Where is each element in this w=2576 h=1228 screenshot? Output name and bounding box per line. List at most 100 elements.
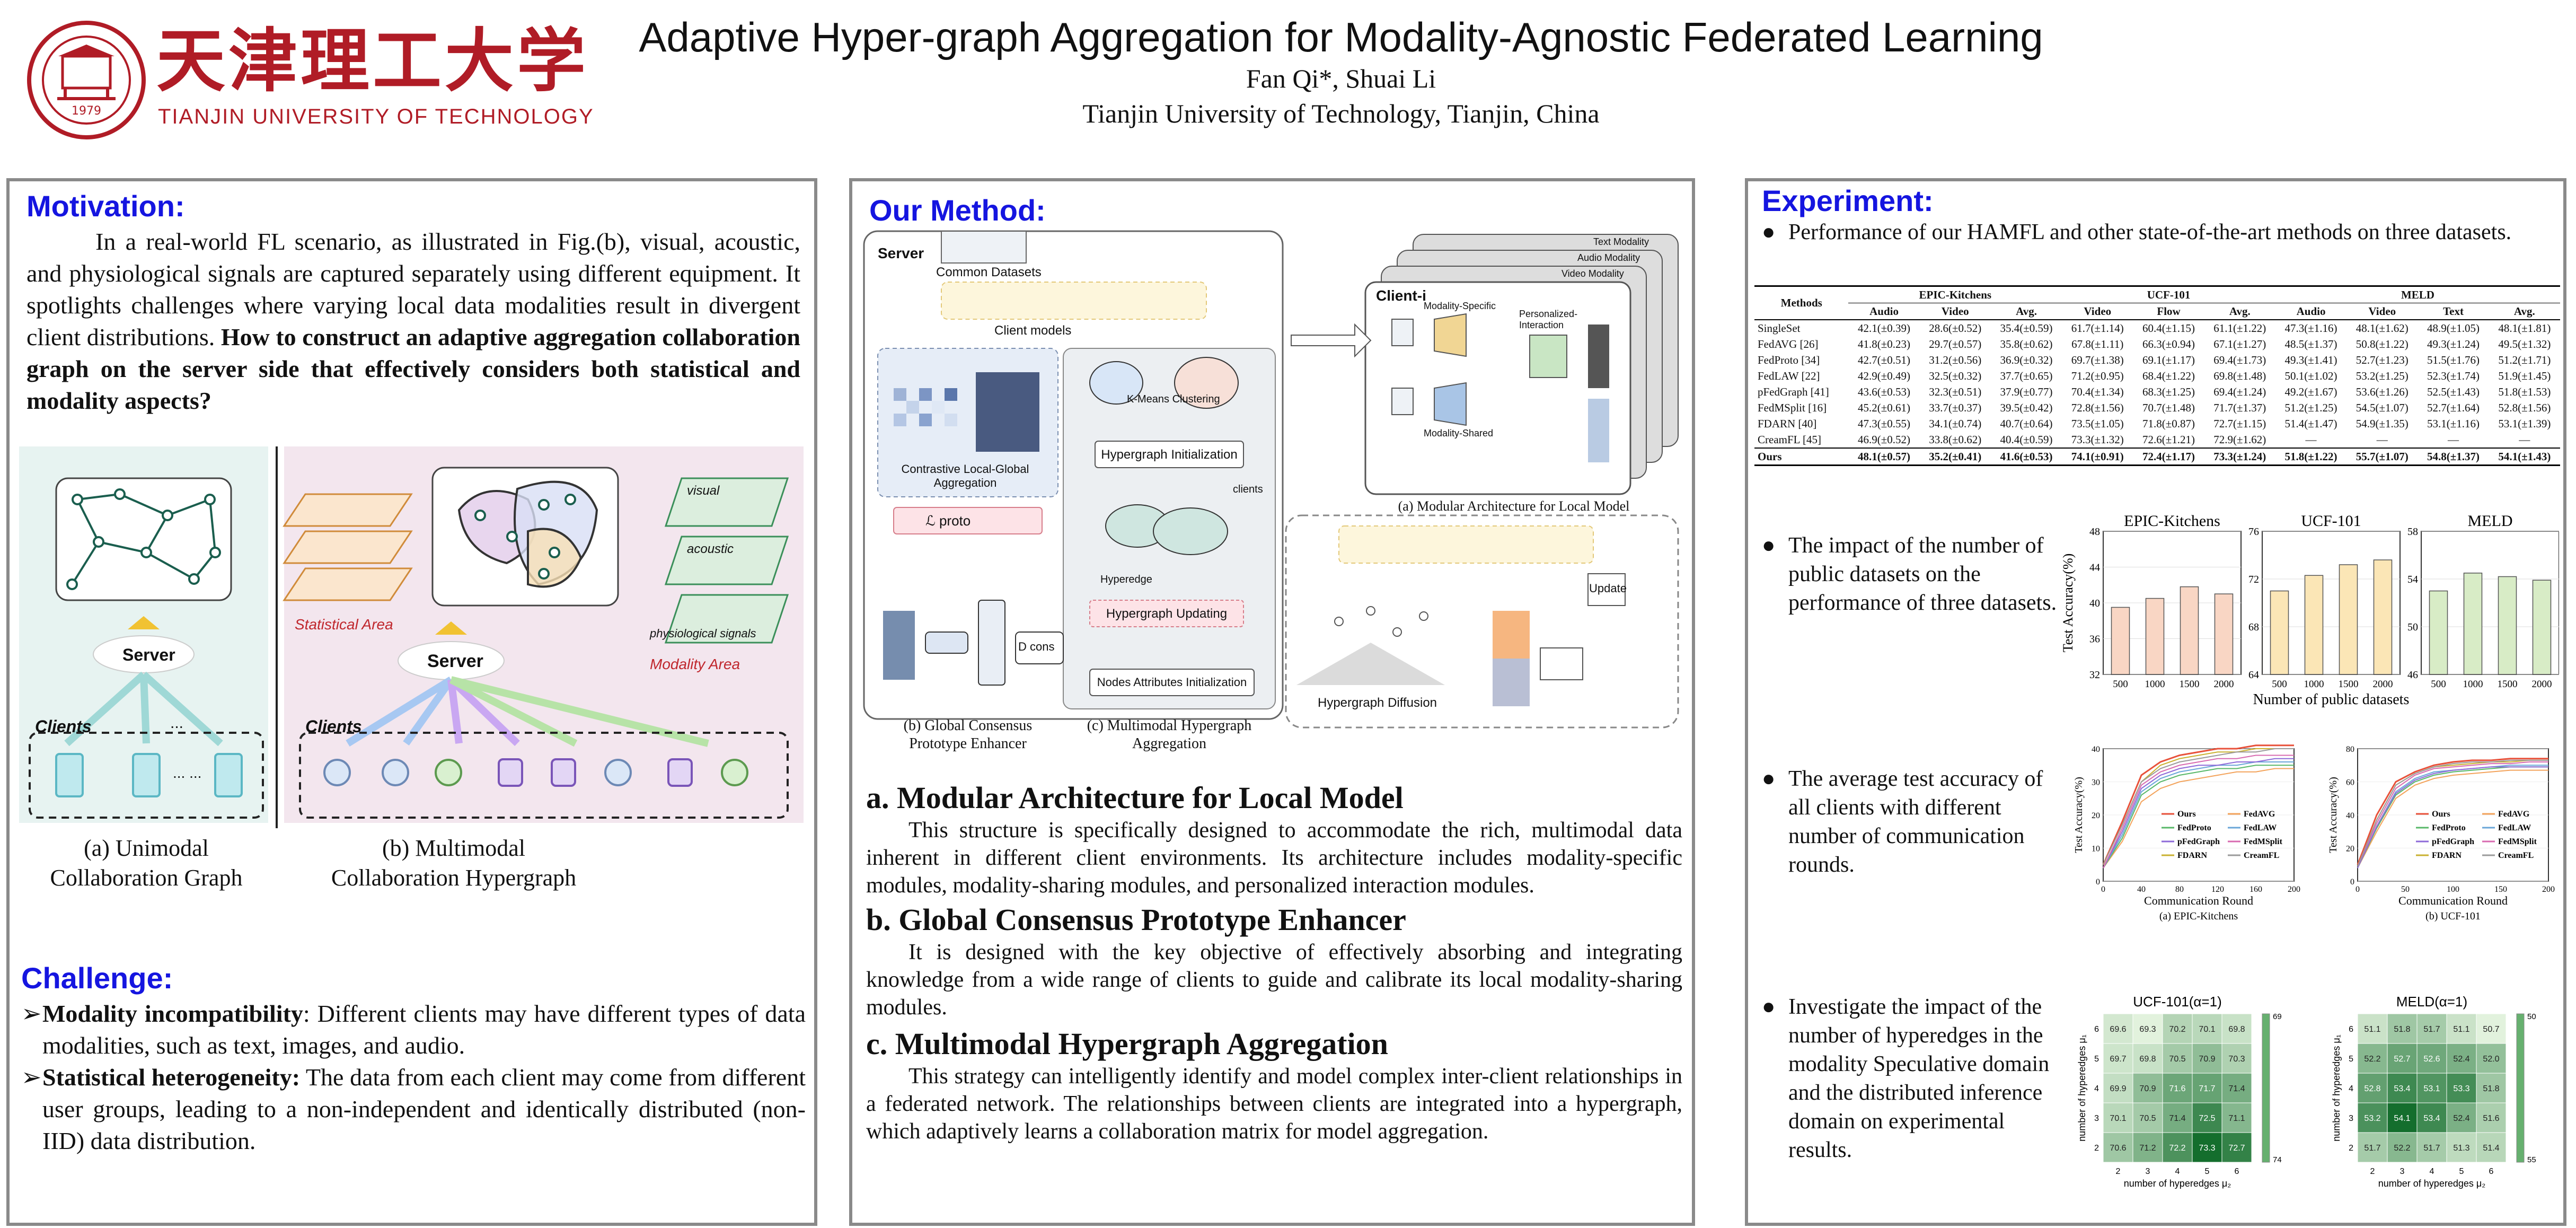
university-name-en: TIANJIN UNIVERSITY OF TECHNOLOGY [158, 105, 594, 128]
table-cell: 47.3(±1.16) [2284, 321, 2337, 335]
th-methods: Methods [1754, 286, 1849, 320]
experiment-bullet-2-text: The impact of the number of public datas… [1788, 533, 2057, 615]
table-cell: 72.6(±1.21) [2142, 433, 2195, 446]
table-row: FedProto [34]42.7(±0.51)31.2(±0.56)36.9(… [1754, 352, 2560, 368]
line-xtick-label: 50 [2401, 885, 2410, 894]
series-line [2103, 748, 2294, 865]
heatmap-value: 69.7 [2110, 1055, 2126, 1064]
heatmap-ylabel: number of hyperedges μ₁ [2077, 1034, 2087, 1142]
common-datasets-label: Common Datasets [936, 265, 1042, 279]
poster-authors: Fan Qi*, Shuai Li [1246, 64, 1436, 93]
server-label-a: Server [122, 645, 175, 664]
table-cell: 51.9(±1.45) [2498, 369, 2551, 382]
motivation-text: In a real-world FL scenario, as illustra… [27, 226, 800, 417]
table-cell: 72.7(±1.15) [2213, 417, 2266, 430]
heatmap-xtick-label: 5 [2459, 1167, 2464, 1176]
modality-area-label: Modality Area [650, 656, 740, 672]
table-cell: 61.1(±1.22) [2213, 321, 2266, 335]
dot-bullet-icon: ● [1762, 220, 1776, 244]
kmeans-label: K-Means Clustering [1127, 393, 1220, 405]
heatmap-value: 70.6 [2110, 1144, 2126, 1153]
line-ytick-label: 60 [2346, 778, 2354, 787]
table-row: CreamFL [45]46.9(±0.52)33.8(±0.62)40.4(±… [1754, 432, 2560, 448]
heatmap-value: 71.4 [2228, 1084, 2245, 1093]
colorbar-label: 74 [2273, 1155, 2282, 1164]
heatmap-colorbar [2262, 1013, 2270, 1163]
heatmap-cell [2387, 1073, 2418, 1103]
heatmap-cell [2416, 1102, 2447, 1133]
table-cell: 72.9(±1.62) [2213, 433, 2266, 446]
heatmap-value: 51.7 [2364, 1144, 2380, 1153]
heatmap-cell [2221, 1132, 2252, 1163]
challenge-item-1-text: : Different clients may have different t… [42, 1000, 806, 1059]
heatmap-value: 52.2 [2364, 1055, 2380, 1064]
results-table: Methods EPIC-Kitchens UCF-101 MELD Audio… [1754, 285, 2560, 466]
heatmap-xlabel: number of hyperedges μ₂ [2378, 1178, 2485, 1189]
table-cell: 51.8(±1.53) [2498, 385, 2551, 398]
table-cell: 36.9(±0.32) [2000, 353, 2053, 366]
heatmap-ytick-label: 6 [2349, 1025, 2353, 1034]
experiment-bullet-1: ● Performance of our HAMFL and other sta… [1762, 218, 2546, 246]
table-cell: 34.1(±0.74) [1929, 417, 1982, 430]
table-cell: 52.7(±1.23) [2356, 353, 2409, 366]
line-ytick-label: 40 [2346, 811, 2354, 820]
bar-xtick-label: 1500 [2498, 679, 2518, 690]
bar-chart-title: MELD [2468, 512, 2513, 530]
table-cell: 42.1(±0.39) [1858, 321, 1911, 335]
table-cell: 47.3(±0.55) [1858, 417, 1911, 430]
bar-xtick-label: 2000 [2214, 679, 2234, 690]
table-cell: 39.5(±0.42) [2000, 401, 2053, 414]
table-cell: 67.1(±1.27) [2213, 337, 2266, 350]
table-cell: 73.5(±1.05) [2071, 417, 2124, 430]
heatmap-value: 53.1 [2423, 1084, 2440, 1093]
line-xtick-label: 0 [2356, 885, 2360, 894]
challenge-title: Challenge: [21, 961, 173, 995]
nodes-init-label: Nodes Attributes Initialization [1097, 676, 1247, 689]
line-xtick-label: 120 [2211, 885, 2224, 894]
table-cell: 53.2(±1.25) [2356, 369, 2409, 382]
table-row: FDARN [40]47.3(±0.55)34.1(±0.74)40.7(±0.… [1754, 416, 2560, 432]
method-name-cell: FedProto [34] [1758, 353, 1820, 366]
poster-header: 1979 天津理工大学 TIANJIN UNIVERSITY OF TECHNO… [0, 0, 2576, 159]
university-seal-icon: 1979 [27, 21, 146, 139]
clients-legend-label: clients [1233, 484, 1263, 495]
bar-ytick-label: 76 [2248, 526, 2259, 538]
bar [2145, 598, 2165, 675]
series-line [2357, 769, 2548, 869]
heatmap-cell [2221, 1073, 2252, 1103]
heatmap-value: 70.5 [2139, 1114, 2156, 1123]
line-xtick-label: 40 [2137, 885, 2146, 894]
table-cell: 42.9(±0.49) [1858, 369, 1911, 382]
bar-ytick-label: 72 [2248, 574, 2259, 585]
motivation-diagram [29, 467, 789, 819]
heatmap-cell [2357, 1132, 2388, 1163]
table-row: FedMSplit [16]45.2(±0.61)33.7(±0.37)39.5… [1754, 400, 2560, 416]
heatmap-value: 52.8 [2364, 1084, 2380, 1093]
bar-xtick-label: 1000 [2145, 679, 2165, 690]
th-group-meld: MELD [2275, 286, 2560, 303]
poster-title: Adaptive Hyper-graph Aggregation for Mod… [639, 14, 2043, 60]
heatmap-ytick-label: 3 [2094, 1114, 2099, 1123]
line-chart-caption: (a) EPIC-Kitchens [2159, 910, 2238, 922]
heatmap-value: 71.4 [2169, 1114, 2185, 1123]
method-c-title: c. Multimodal Hypergraph Aggregation [866, 1027, 1388, 1061]
series-line [2103, 765, 2294, 869]
heatmap-value: 52.4 [2453, 1055, 2469, 1064]
table-cell: 60.4(±1.15) [2142, 321, 2195, 335]
motivation-title: Motivation: [27, 189, 185, 223]
method-b-title: b. Global Consensus Prototype Enhancer [866, 902, 1406, 937]
heatmap-cell [2476, 1073, 2507, 1103]
bar-xtick-label: 1500 [2339, 679, 2359, 690]
bar [2532, 580, 2552, 675]
legend-label: FedAVG [2498, 810, 2530, 819]
method-figure: Server Common Datasets Client models Con… [862, 229, 1689, 759]
method-name-cell: FedLAW [22] [1758, 369, 1820, 382]
method-title: Our Method: [869, 194, 1046, 227]
table-cell: — [2305, 433, 2317, 446]
heatmap-cell [2192, 1073, 2222, 1103]
heatmap-value: 52.6 [2423, 1055, 2440, 1064]
table-row: pFedGraph [41]43.6(±0.53)32.3(±0.51)37.9… [1754, 384, 2560, 400]
heatmap-cell [2476, 1043, 2507, 1074]
clients-label-b: Clients [305, 717, 362, 736]
